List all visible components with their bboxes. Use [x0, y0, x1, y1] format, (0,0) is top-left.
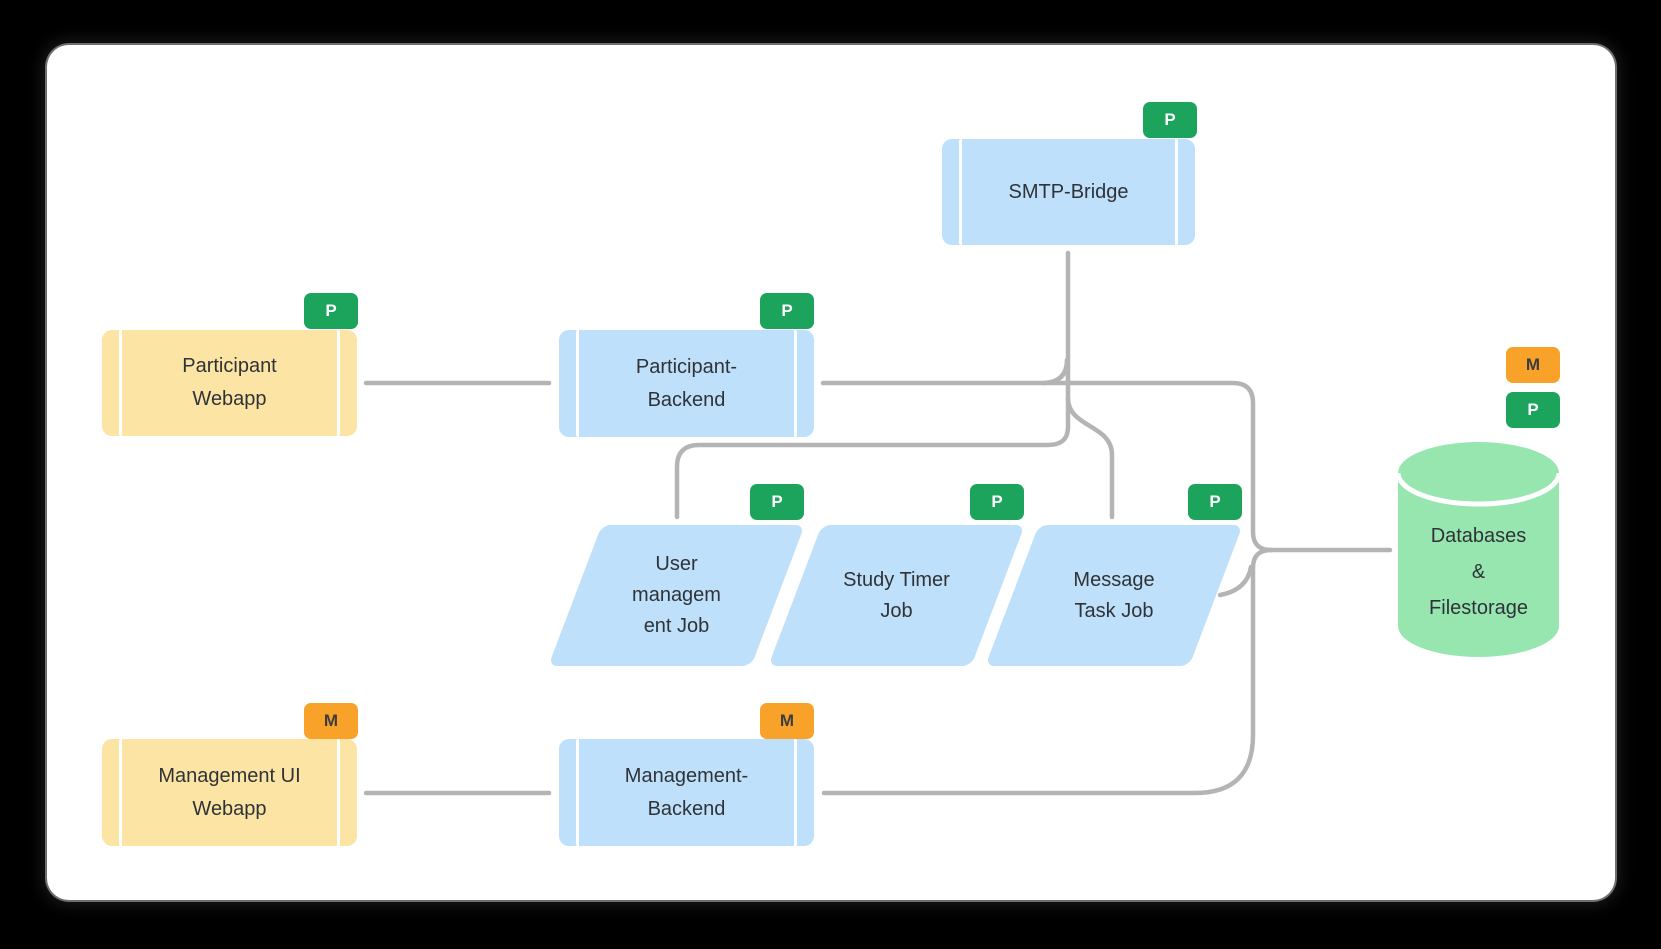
connector-branch-to-message-task-job: [1065, 395, 1115, 520]
node-label: Management UI Webapp: [158, 764, 301, 820]
node-databases-filestorage: Databases & Filestorage: [1398, 442, 1559, 657]
cylinder-shape: [1398, 442, 1559, 657]
badge-p-databases: P: [1506, 392, 1560, 428]
box-stripes: [119, 739, 340, 846]
node-user-management-job: User managem ent Job: [548, 525, 805, 666]
node-label: Message Task Job: [1073, 568, 1155, 622]
node-label: User managem ent Job: [632, 553, 721, 637]
node-participant-backend: Participant- Backend: [559, 330, 814, 437]
badge-m-management-ui-webapp: M: [304, 703, 358, 739]
connector-smtp-to-user-management-job: [674, 250, 1071, 520]
box-stripes: [576, 739, 797, 846]
badge-p-participant-backend: P: [760, 293, 814, 329]
node-study-timer-job: Study Timer Job: [768, 525, 1025, 666]
badge-m-databases: M: [1506, 347, 1560, 383]
node-management-ui-webapp: Management UI Webapp: [102, 739, 357, 846]
badge-p-participant-webapp: P: [304, 293, 358, 329]
box-stripes: [576, 330, 797, 437]
connector-participant-backend-to-db-trunk: [820, 380, 1274, 553]
connector-management-backend-to-db-trunk: [821, 547, 1274, 796]
box-stripes: [959, 139, 1178, 245]
connector-message-task-job-to-trunk: [1217, 564, 1254, 598]
badge-p-study-timer-job: P: [970, 484, 1024, 520]
box-stripes: [119, 330, 340, 436]
badge-m-management-backend: M: [760, 703, 814, 739]
badge-p-smtp-bridge: P: [1143, 102, 1197, 138]
node-management-backend: Management- Backend: [559, 739, 814, 846]
node-smtp-bridge: SMTP-Bridge: [942, 139, 1195, 245]
node-label: Participant- Backend: [635, 355, 738, 411]
node-participant-webapp: Participant Webapp: [102, 330, 357, 436]
connector-smtp-fillet: [1041, 357, 1070, 386]
badge-p-user-management-job: P: [750, 484, 804, 520]
node-label: SMTP-Bridge: [1008, 180, 1129, 203]
badge-p-message-task-job: P: [1188, 484, 1242, 520]
node-label: Participant Webapp: [182, 355, 277, 410]
node-label: Management- Backend: [624, 764, 749, 820]
node-label: Study Timer Job: [843, 568, 950, 622]
node-label: Databases & Filestorage: [1429, 525, 1528, 619]
node-message-task-job: Message Task Job: [985, 525, 1243, 666]
